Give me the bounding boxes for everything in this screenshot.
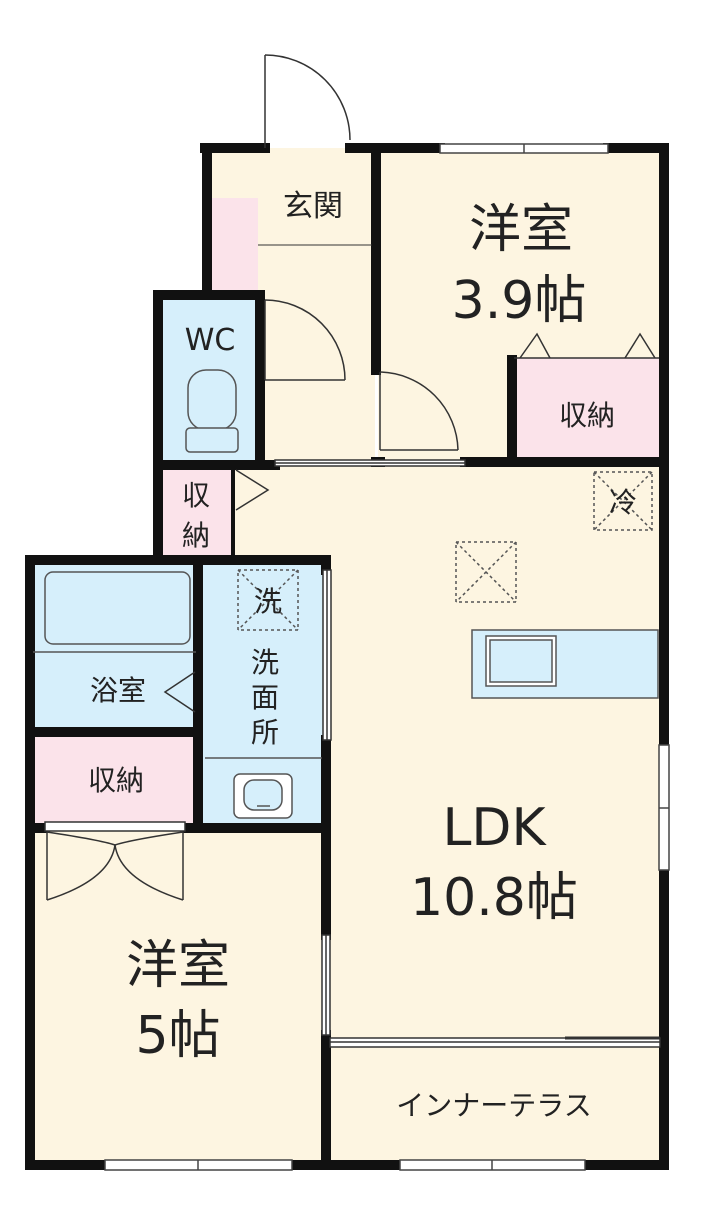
fixtures [33, 369, 659, 819]
washroom-label-line3: 所 [251, 716, 279, 749]
storage-1-floor [514, 358, 659, 458]
storage-2-label-line2: 納 [182, 519, 210, 552]
washer-space-icon [237, 569, 299, 631]
washbasin-icon [205, 757, 322, 819]
western-room-2-size: 5帖 [135, 1006, 220, 1066]
labels: 玄関 WC 洋室 3.9帖 収納 収 納 冷 洗 洗 面 所 浴室 収納 LDK… [88, 189, 637, 1122]
toilet-icon [185, 369, 239, 453]
refrigerator-label: 冷 [609, 486, 637, 519]
genkan-shoe-storage [212, 198, 258, 290]
interior-doors [44, 244, 661, 1048]
western-room-2-floor [33, 826, 327, 1164]
wc-label: WC [185, 323, 236, 358]
windows [104, 143, 670, 1171]
walls [25, 143, 669, 1170]
western-room-2-name: 洋室 [126, 936, 230, 996]
ldk-name: LDK [442, 798, 547, 858]
storage-1-label: 収納 [559, 399, 615, 432]
washroom-label-line2: 面 [251, 681, 279, 714]
washer-label: 洗 [254, 585, 282, 618]
entrance-door [264, 54, 351, 148]
inner-terrace-label: インナーテラス [396, 1089, 591, 1122]
storage-2-label-line1: 収 [182, 479, 210, 512]
ceiling-marker-icon [455, 541, 517, 603]
kitchen-counter-icon [471, 629, 659, 699]
genkan-label: 玄関 [283, 189, 343, 224]
refrigerator-space-icon [593, 471, 653, 531]
ldk-size: 10.8帖 [410, 868, 578, 928]
western-room-1-name: 洋室 [469, 200, 573, 260]
western-room-1-size: 3.9帖 [452, 271, 587, 331]
storage-3-floor [33, 735, 195, 825]
storage-3-label: 収納 [88, 764, 144, 797]
bathtub-icon [33, 571, 196, 653]
inner-terrace-floor [330, 1045, 661, 1164]
washroom-label-line1: 洗 [251, 646, 279, 679]
storage-2-floor [160, 468, 232, 556]
bathroom-label: 浴室 [90, 674, 146, 707]
